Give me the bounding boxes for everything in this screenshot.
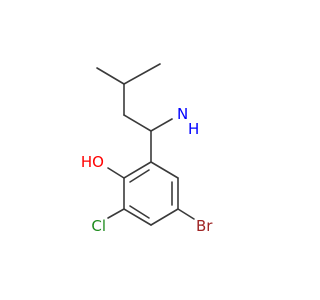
ring-bond-3-4: [150, 208, 179, 226]
bond-ring-oh: [107, 167, 125, 179]
molecule-structure: HO N H Cl Br: [81, 63, 213, 235]
hydroxyl-label: HO: [81, 153, 104, 171]
ring-bond-1-2: [150, 161, 179, 179]
bromine-label: Br: [196, 217, 213, 235]
ring-bond-6-1-inner: [129, 169, 150, 183]
bond-methyl-left: [96, 67, 125, 85]
chlorine-label: Cl: [91, 217, 106, 235]
ring-bond-4-5: [123, 208, 152, 226]
bond-ch2-chn: [123, 114, 152, 132]
bond-chn-nh2: [150, 118, 173, 132]
ring-bond-4-5-inner: [129, 205, 150, 219]
amine-h-label: H: [188, 120, 199, 138]
bond-methyl-right: [123, 63, 161, 85]
bond-ring-cl: [107, 208, 125, 219]
bond-ring-br: [177, 208, 195, 220]
amine-n-label: N: [177, 105, 188, 123]
ring-bond-6-1: [123, 161, 152, 179]
